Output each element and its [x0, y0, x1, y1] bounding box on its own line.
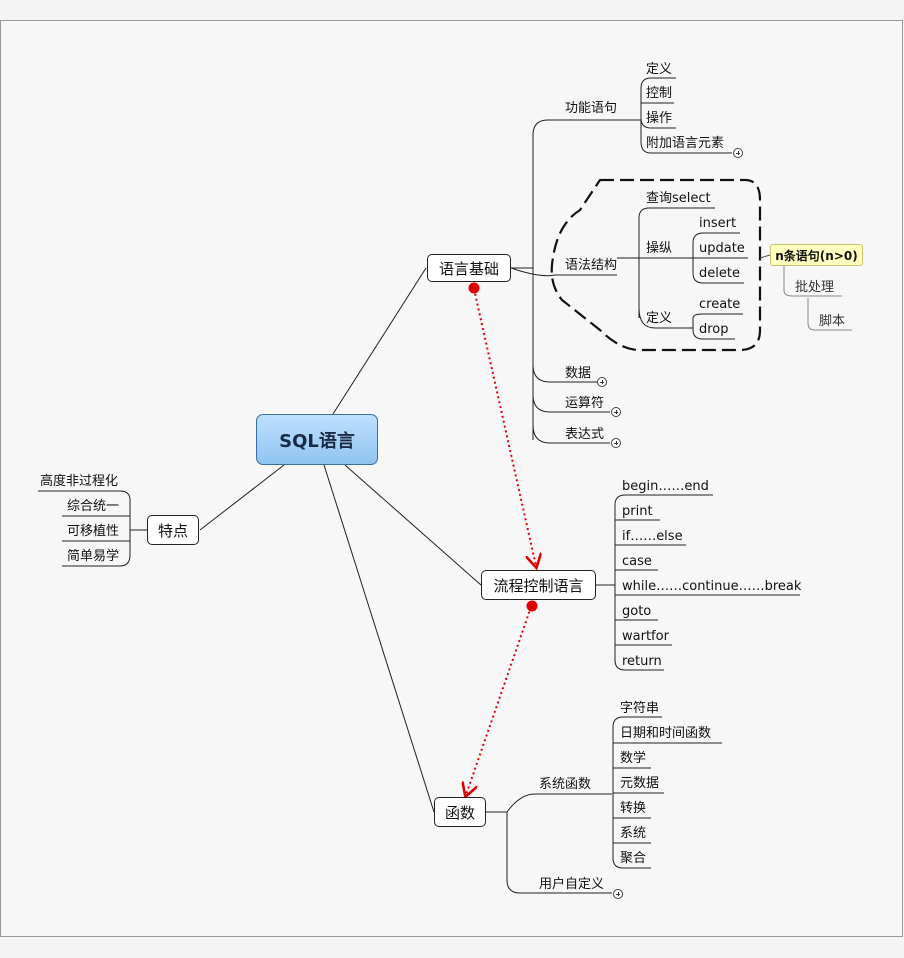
subtopic-item[interactable]: update	[699, 241, 745, 256]
connector-root-basics	[332, 267, 427, 415]
topic-features[interactable]: 特点	[147, 515, 199, 545]
relationship-basics-flow[interactable]	[473, 288, 536, 566]
subtopic-syntax[interactable]: 语法结构	[565, 258, 618, 273]
function-item[interactable]: 字符串	[620, 701, 660, 716]
subtopic-operators[interactable]: 运算符	[565, 396, 605, 411]
function-item[interactable]: 日期和时间函数	[620, 726, 712, 741]
mindmap-canvas	[0, 20, 903, 937]
connector-root-features	[199, 464, 285, 531]
subtopic-system-functions[interactable]: 系统函数	[539, 777, 592, 792]
flow-item[interactable]: return	[622, 654, 662, 669]
feature-item[interactable]: 高度非过程化	[40, 474, 119, 489]
subtopic-data[interactable]: 数据	[565, 366, 592, 381]
function-item[interactable]: 元数据	[620, 776, 660, 791]
relationship-flow-functions[interactable]	[466, 606, 532, 795]
callout-batch[interactable]: 批处理	[795, 280, 835, 295]
callout-script[interactable]: 脚本	[819, 314, 846, 329]
subtopic-manipulate[interactable]: 操纵	[646, 241, 673, 256]
relationship-start-dot[interactable]	[468, 282, 480, 294]
expand-plus-icon[interactable]	[611, 438, 621, 448]
flow-item[interactable]: print	[622, 504, 653, 519]
expand-plus-icon[interactable]	[611, 407, 621, 417]
relationship-start-dot[interactable]	[526, 600, 538, 612]
expand-plus-icon[interactable]	[597, 377, 607, 387]
subtopic-item[interactable]: delete	[699, 266, 740, 281]
subtopic-item[interactable]: insert	[699, 216, 737, 231]
function-item[interactable]: 系统	[620, 826, 647, 841]
function-item[interactable]: 数学	[620, 751, 647, 766]
flow-item[interactable]: if……else	[622, 529, 683, 544]
expand-plus-icon[interactable]	[733, 148, 743, 158]
subtopic-define[interactable]: 定义	[646, 311, 673, 326]
flow-item[interactable]: while……continue……break	[622, 579, 802, 594]
flow-item[interactable]: begin……end	[622, 479, 709, 494]
expand-plus-icon[interactable]	[613, 889, 623, 899]
flow-item[interactable]: goto	[622, 604, 652, 619]
subtopic-item[interactable]: 定义	[646, 62, 673, 77]
root-topic[interactable]: SQL语言	[256, 414, 378, 465]
flow-item[interactable]: case	[622, 554, 652, 569]
connector-root-functions	[323, 464, 435, 813]
function-item[interactable]: 转换	[620, 801, 647, 816]
syntax-boundary	[550, 178, 762, 352]
topic-functions[interactable]: 函数	[434, 797, 486, 827]
callout-n-statements[interactable]: n条语句(n>0)	[770, 244, 863, 266]
subtopic-item[interactable]: 附加语言元素	[646, 136, 725, 151]
subtopic-item[interactable]: 控制	[646, 86, 673, 101]
subtopic-query[interactable]: 查询select	[646, 191, 711, 206]
topic-basics[interactable]: 语言基础	[427, 254, 511, 282]
feature-item[interactable]: 可移植性	[67, 524, 120, 539]
subtopic-item[interactable]: drop	[699, 322, 729, 337]
function-item[interactable]: 聚合	[620, 851, 647, 866]
flow-item[interactable]: wartfor	[622, 629, 669, 644]
subtopic-function-statements[interactable]: 功能语句	[565, 101, 618, 116]
subtopic-item[interactable]: 操作	[646, 111, 673, 126]
subtopic-item[interactable]: create	[699, 297, 741, 312]
topic-flow-control[interactable]: 流程控制语言	[481, 570, 596, 600]
connector-root-flow	[344, 464, 482, 586]
subtopic-expressions[interactable]: 表达式	[565, 427, 605, 442]
feature-item[interactable]: 综合统一	[67, 499, 120, 514]
feature-item[interactable]: 简单易学	[67, 549, 120, 564]
subtopic-user-defined[interactable]: 用户自定义	[539, 877, 605, 892]
